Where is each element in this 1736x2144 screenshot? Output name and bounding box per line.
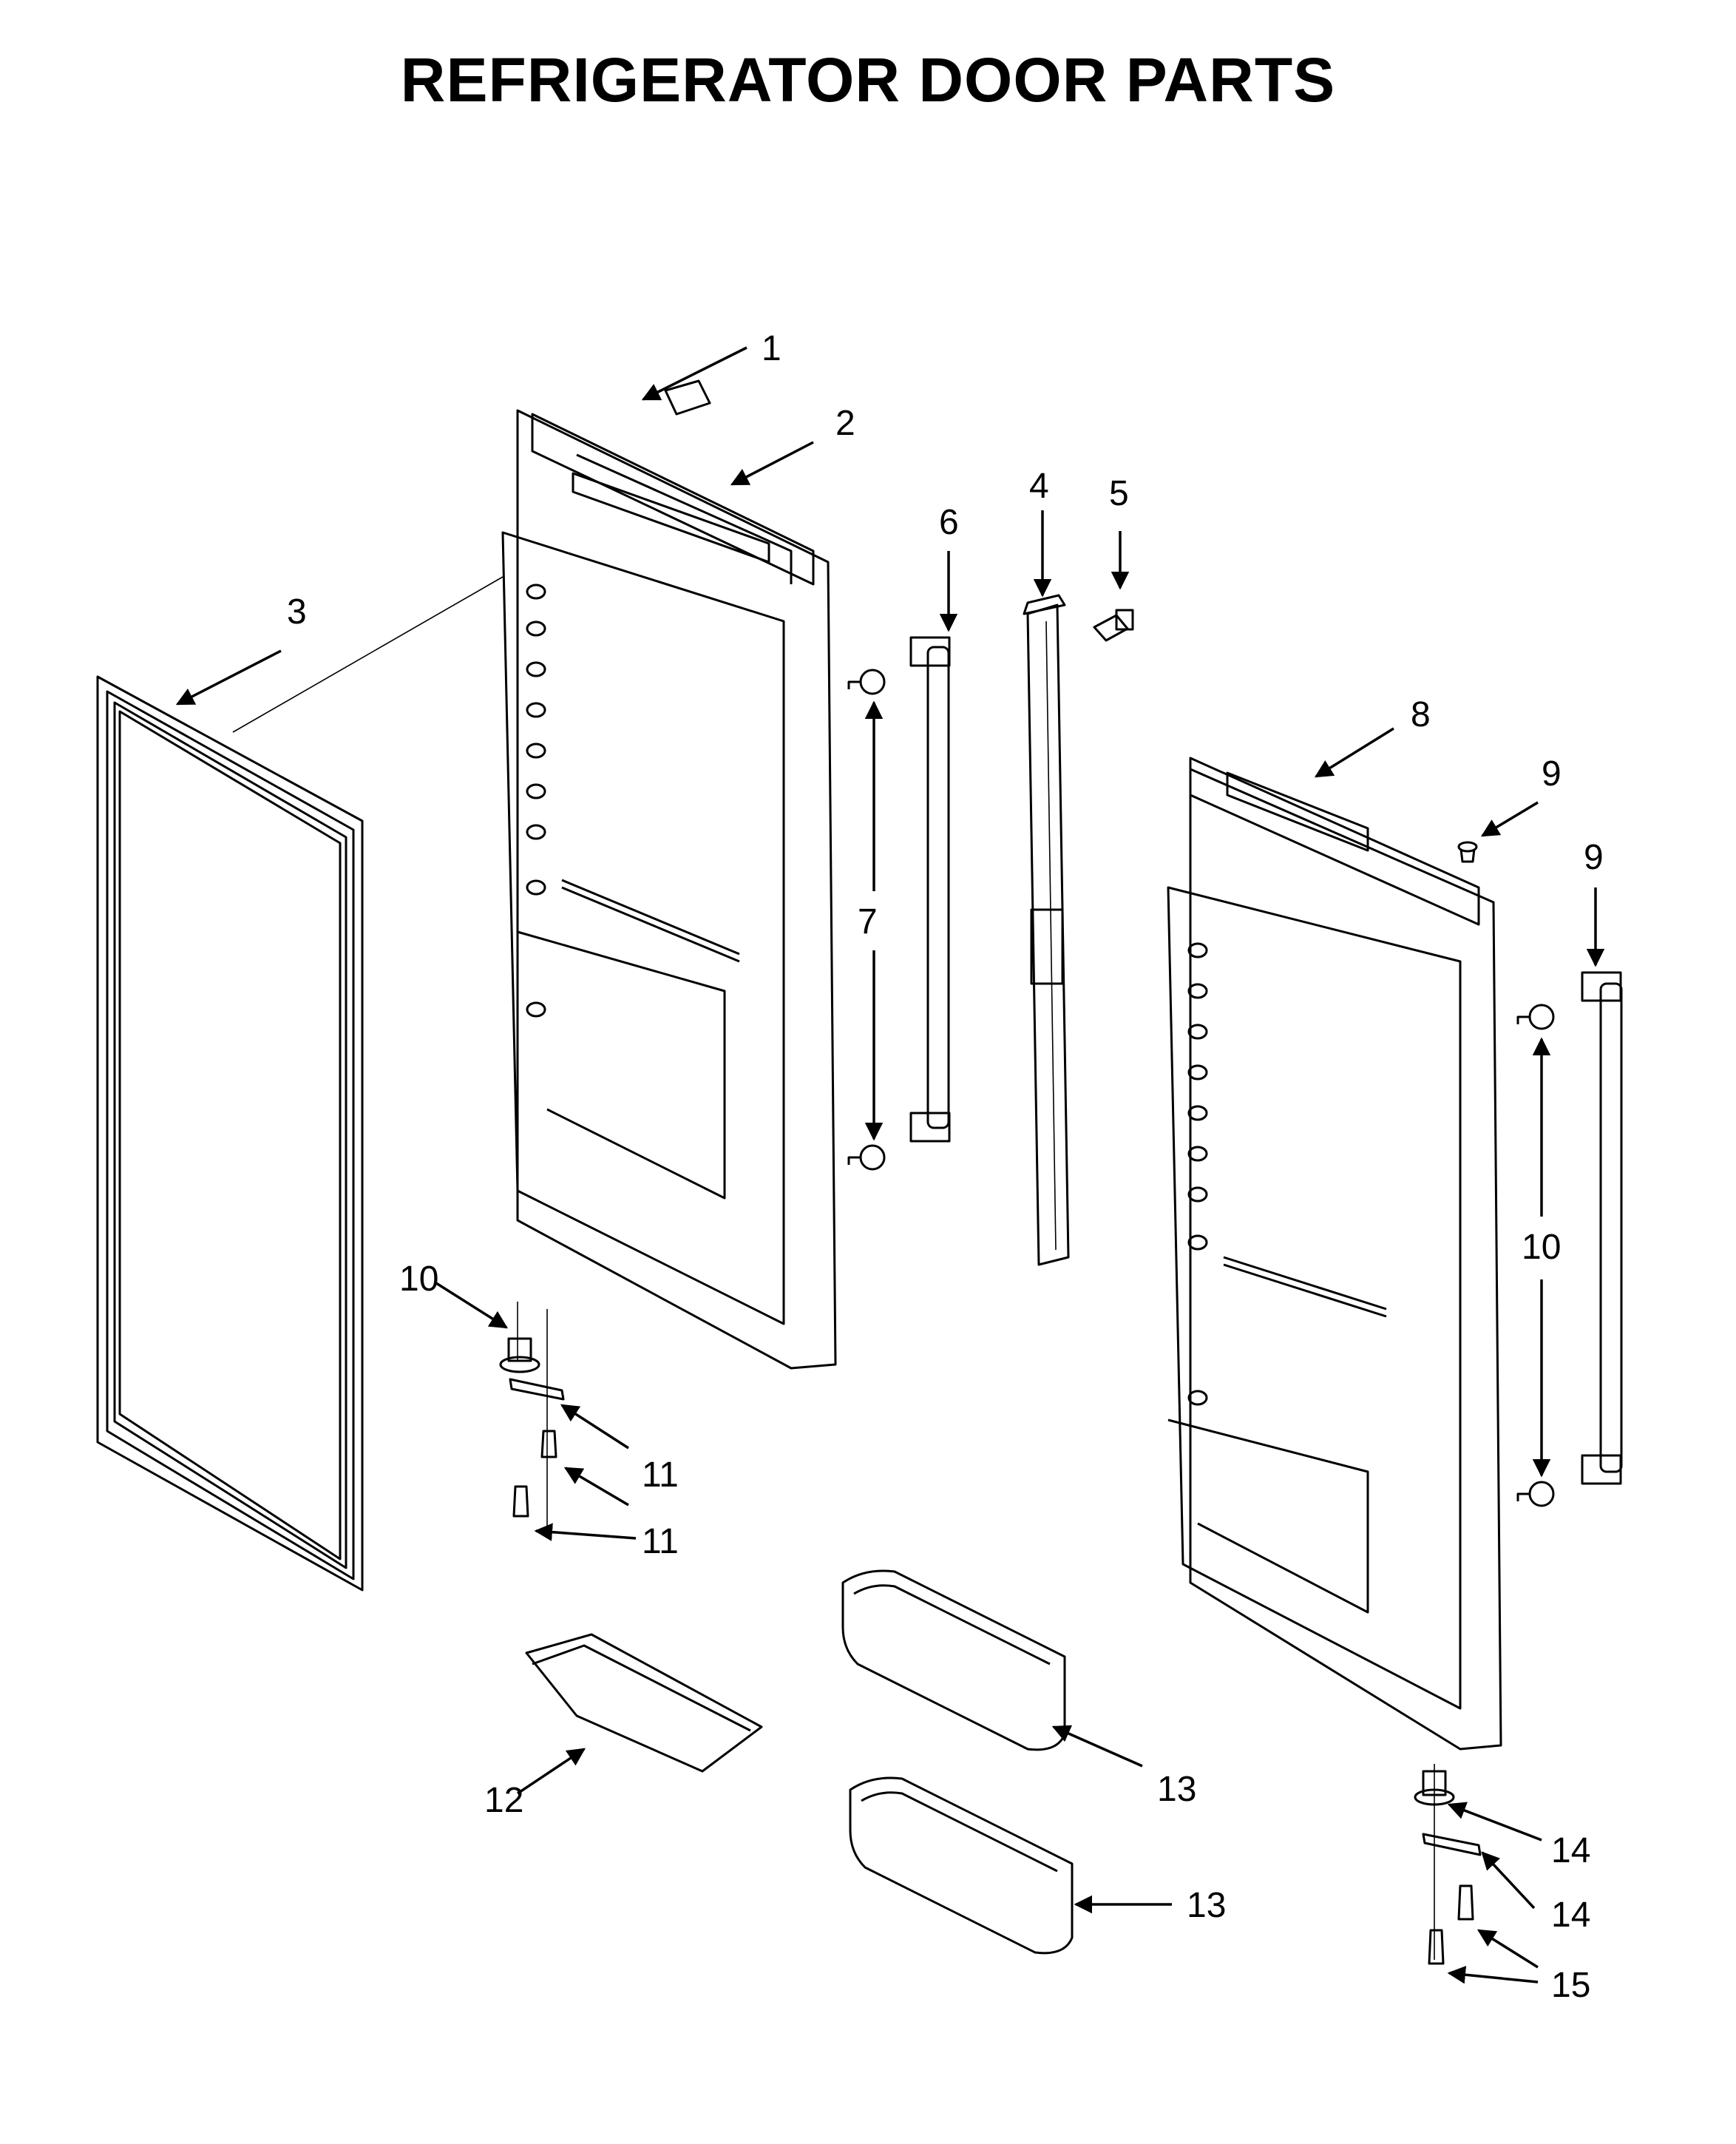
right-hinge-hardware xyxy=(1414,1764,1482,1965)
shelf-cleats-right xyxy=(1187,942,1208,1406)
handle-mount-stud-bottom-right xyxy=(1516,1481,1555,1507)
label-sticker xyxy=(664,379,711,416)
door-trim-strip xyxy=(1023,594,1070,1266)
callout-10-right: 10 xyxy=(1522,1228,1561,1267)
plug-part-15 xyxy=(1457,841,1478,863)
handle-mount-stud-bottom xyxy=(847,1144,886,1171)
callout-5: 13 xyxy=(1157,1770,1196,1809)
callout-8: 3 xyxy=(287,592,307,632)
screw-part-6 xyxy=(1093,609,1134,642)
page-title: REFRIGERATOR DOOR PARTS xyxy=(400,45,1336,115)
door-bin-upper xyxy=(841,1569,1066,1751)
shelf-cleats-left xyxy=(526,584,546,1018)
callout-13-left: 11 xyxy=(642,1455,679,1495)
handle-mount-stud-top-right xyxy=(1516,1004,1555,1030)
callout-3: 1 xyxy=(762,329,781,368)
callout-9-left: 6 xyxy=(939,503,959,542)
callout-13-right: 14 xyxy=(1551,1896,1590,1935)
callout-14-right: 15 xyxy=(1551,1966,1590,2005)
handle-mount-stud-top xyxy=(847,669,886,695)
right-handle xyxy=(1516,971,1623,1507)
callout-4: 12 xyxy=(484,1781,523,1820)
left-handle xyxy=(847,636,951,1171)
callout-7: 4 xyxy=(1029,467,1049,506)
callout-11-right: 14 xyxy=(1551,1831,1590,1870)
callout-labels: 1 2 3 4 5 6 7 8 9 9 10 10 11 11 12 13 13… xyxy=(287,329,1604,2005)
callout-1: 8 xyxy=(1411,695,1431,734)
left-door-liner xyxy=(501,409,837,1370)
callout-14-left: 11 xyxy=(642,1522,679,1561)
callout-9-right: 9 xyxy=(1584,838,1604,877)
callout-2: 2 xyxy=(835,404,855,443)
callout-15: 9 xyxy=(1542,754,1562,794)
callout-10-left: 7 xyxy=(858,902,878,941)
door-bin-lower xyxy=(849,1776,1074,1955)
left-hinge-hardware xyxy=(499,1302,565,1531)
callout-6: 5 xyxy=(1109,474,1129,513)
callout-arrows xyxy=(175,346,1605,1984)
door-gasket xyxy=(96,576,503,1592)
callout-12: 13 xyxy=(1187,1886,1226,1925)
door-shelf xyxy=(525,1633,763,1773)
callout-11-left: 10 xyxy=(399,1259,438,1299)
right-door-liner xyxy=(1167,757,1502,1751)
